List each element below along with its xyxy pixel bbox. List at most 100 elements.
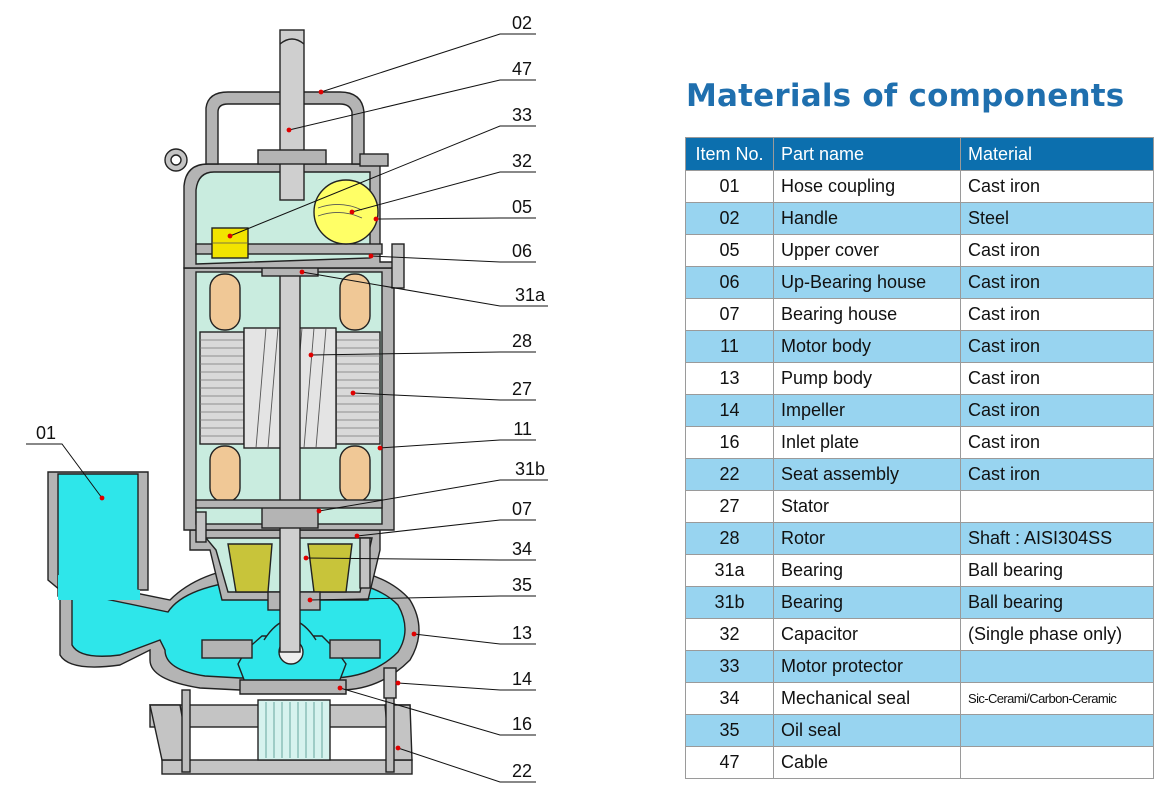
part-name-cell: Capacitor [773, 618, 961, 651]
material-cell: Cast iron [960, 298, 1154, 331]
item-no-cell: 35 [685, 714, 774, 747]
item-no-cell: 16 [685, 426, 774, 459]
callout-22: 22 [512, 761, 532, 781]
header-part-name: Part name [773, 137, 961, 171]
part-name-cell: Motor protector [773, 650, 961, 683]
material-cell: Cast iron [960, 394, 1154, 427]
part-name-cell: Hose coupling [773, 170, 961, 203]
pump-drawing [47, 29, 420, 775]
mechanical-seal-right [307, 543, 353, 593]
capacitor [313, 179, 379, 245]
bearing-31b [261, 505, 319, 529]
header-material: Material [960, 137, 1154, 171]
item-no-cell: 22 [685, 458, 774, 491]
part-name-cell: Up-Bearing house [773, 266, 961, 299]
callout-07: 07 [512, 499, 532, 519]
callout-31b: 31b [515, 459, 545, 479]
callout-05: 05 [512, 197, 532, 217]
material-cell: Cast iron [960, 266, 1154, 299]
item-no-cell: 47 [685, 746, 774, 779]
table-row: 47 Cable [685, 746, 1154, 779]
stator-windings [209, 273, 371, 503]
material-cell [960, 650, 1154, 683]
table-row: 31a Bearing Ball bearing [685, 554, 1154, 587]
part-name-cell: Bearing [773, 554, 961, 587]
table-row: 05 Upper cover Cast iron [685, 234, 1154, 267]
materials-table: Item No. Part name Material 01 Hose coup… [685, 137, 1154, 779]
table-row: 33 Motor protector [685, 650, 1154, 683]
material-cell: Shaft : AISI304SS [960, 522, 1154, 555]
material-cell: (Single phase only) [960, 618, 1154, 651]
material-cell: Ball bearing [960, 554, 1154, 587]
callout-11: 11 [513, 419, 532, 439]
callout-01: 01 [36, 423, 56, 443]
table-row: 32 Capacitor (Single phase only) [685, 618, 1154, 651]
material-cell: Cast iron [960, 362, 1154, 395]
shaft [279, 261, 301, 653]
table-row: 01 Hose coupling Cast iron [685, 170, 1154, 203]
callout-13: 13 [512, 623, 532, 643]
item-no-cell: 07 [685, 298, 774, 331]
item-no-cell: 32 [685, 618, 774, 651]
part-name-cell: Pump body [773, 362, 961, 395]
mechanical-seal-left [227, 543, 273, 593]
material-cell: Ball bearing [960, 586, 1154, 619]
callout-16: 16 [512, 714, 532, 734]
header-item-no: Item No. [685, 137, 774, 171]
part-name-cell: Rotor [773, 522, 961, 555]
material-cell [960, 714, 1154, 747]
item-no-cell: 31b [685, 586, 774, 619]
table-row: 11 Motor body Cast iron [685, 330, 1154, 363]
handle [205, 91, 365, 165]
callout-06: 06 [512, 241, 532, 261]
part-name-cell: Seat assembly [773, 458, 961, 491]
part-name-cell: Impeller [773, 394, 961, 427]
table-row: 27 Stator [685, 490, 1154, 523]
material-cell: Cast iron [960, 426, 1154, 459]
leader-lines [26, 33, 548, 783]
table-row: 13 Pump body Cast iron [685, 362, 1154, 395]
item-no-cell: 05 [685, 234, 774, 267]
material-cell: Steel [960, 202, 1154, 235]
table-row: 06 Up-Bearing house Cast iron [685, 266, 1154, 299]
table-row: 07 Bearing house Cast iron [685, 298, 1154, 331]
part-name-cell: Upper cover [773, 234, 961, 267]
item-no-cell: 28 [685, 522, 774, 555]
item-no-cell: 11 [685, 330, 774, 363]
callout-34: 34 [512, 539, 532, 559]
part-name-cell: Mechanical seal [773, 682, 961, 715]
part-name-cell: Bearing [773, 586, 961, 619]
table-row: 34 Mechanical seal Sic-Cerami/Carbon-Cer… [685, 682, 1154, 715]
callout-28: 28 [512, 331, 532, 351]
item-no-cell: 14 [685, 394, 774, 427]
callout-32: 32 [512, 151, 532, 171]
material-cell: Cast iron [960, 170, 1154, 203]
callout-14: 14 [512, 669, 532, 689]
item-no-cell: 01 [685, 170, 774, 203]
callout-31a: 31a [515, 285, 546, 305]
material-cell [960, 746, 1154, 779]
part-name-cell: Cable [773, 746, 961, 779]
item-no-cell: 31a [685, 554, 774, 587]
part-name-cell: Bearing house [773, 298, 961, 331]
pump-cross-section-diagram: 02 47 33 32 05 06 31a 28 27 11 31b 07 34… [26, 13, 548, 783]
item-no-cell: 02 [685, 202, 774, 235]
item-no-cell: 33 [685, 650, 774, 683]
table-row: 16 Inlet plate Cast iron [685, 426, 1154, 459]
page-title: Materials of components [686, 78, 1125, 114]
table-row: 14 Impeller Cast iron [685, 394, 1154, 427]
item-no-cell: 27 [685, 490, 774, 523]
item-no-cell: 34 [685, 682, 774, 715]
part-name-cell: Stator [773, 490, 961, 523]
callout-47: 47 [512, 59, 532, 79]
callout-33: 33 [512, 105, 532, 125]
callout-27: 27 [512, 379, 532, 399]
material-cell: Cast iron [960, 458, 1154, 491]
cable [279, 29, 305, 201]
material-cell: Cast iron [960, 234, 1154, 267]
part-name-cell: Handle [773, 202, 961, 235]
inlet-strainer [257, 699, 331, 761]
material-cell: Cast iron [960, 330, 1154, 363]
callout-35: 35 [512, 575, 532, 595]
table-row: 31b Bearing Ball bearing [685, 586, 1154, 619]
